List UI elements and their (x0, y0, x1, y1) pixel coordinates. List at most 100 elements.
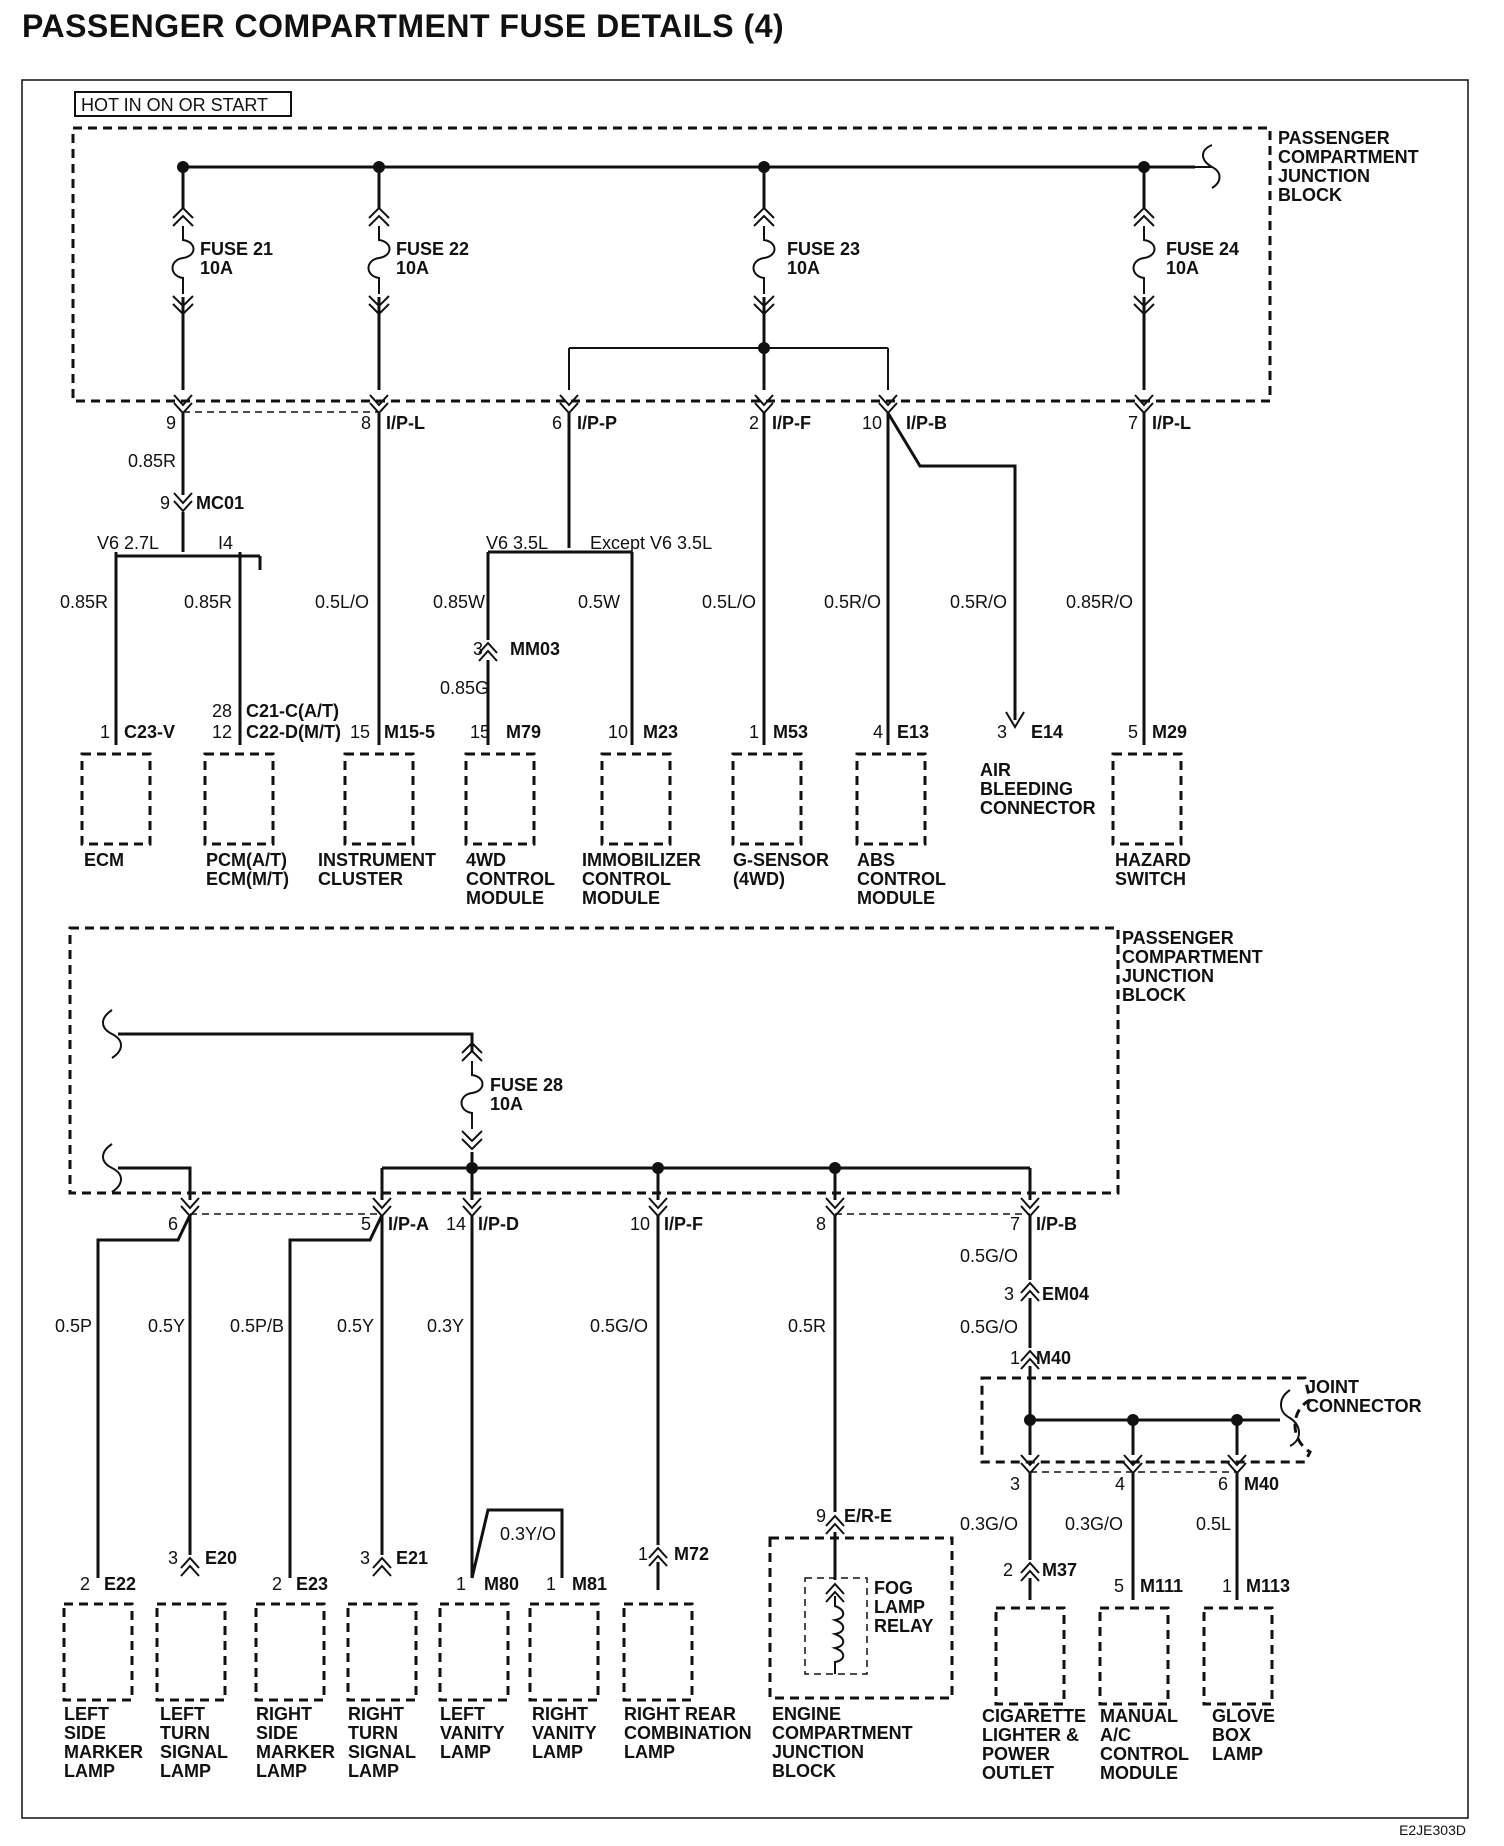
junction-block-top-label: PASSENGER COMPARTMENT JUNCTION BLOCK (1278, 128, 1419, 205)
bus-continuation-symbol (102, 1009, 122, 1059)
svg-text:10: 10 (608, 722, 628, 742)
svg-text:LAMP: LAMP (348, 1761, 399, 1781)
wire-label: 0.85R (128, 451, 176, 471)
bottom-component-right-turn-signal-lamp: 3 E21 RIGHT TURN SIGNAL LAMP (346, 1548, 428, 1781)
svg-text:FUSE 22: FUSE 22 (396, 239, 469, 259)
svg-text:LEFT: LEFT (160, 1704, 205, 1724)
svg-text:1: 1 (456, 1574, 466, 1594)
svg-text:VANITY: VANITY (532, 1723, 597, 1743)
svg-text:LAMP: LAMP (874, 1597, 925, 1617)
svg-text:I/P-P: I/P-P (577, 413, 617, 433)
svg-text:ENGINE: ENGINE (772, 1704, 841, 1724)
svg-text:3: 3 (1010, 1474, 1020, 1494)
svg-text:8: 8 (361, 413, 371, 433)
junction-block-bottom (68, 926, 1120, 1195)
svg-text:SWITCH: SWITCH (1115, 869, 1186, 889)
top-component-g-sensor: 1 M53 G-SENSOR (4WD) (731, 722, 829, 889)
fuse-23-label: FUSE 23 10A (787, 239, 860, 278)
junction-block-bottom-label: PASSENGER COMPARTMENT JUNCTION BLOCK (1122, 928, 1263, 1005)
svg-text:PASSENGER: PASSENGER (1278, 128, 1390, 148)
connector-er-e: E/R-E (844, 1506, 892, 1526)
svg-text:CONNECTOR: CONNECTOR (1306, 1396, 1422, 1416)
svg-text:E20: E20 (205, 1548, 237, 1568)
top-component-air-bleeding-connector: 3 E14 AIR BLEEDING CONNECTOR (980, 722, 1096, 818)
splice-dot (1231, 1414, 1243, 1426)
engine-compartment-jb-box (768, 1536, 954, 1700)
top-component-ecm: 1 C23-V ECM (80, 722, 175, 870)
joint-connector-label: JOINT CONNECTOR (1306, 1377, 1422, 1416)
svg-text:MANUAL: MANUAL (1100, 1706, 1178, 1726)
svg-text:LAMP: LAMP (64, 1761, 115, 1781)
svg-text:GLOVE: GLOVE (1212, 1706, 1275, 1726)
svg-text:LIGHTER &: LIGHTER & (982, 1725, 1079, 1745)
svg-text:G-SENSOR: G-SENSOR (733, 850, 829, 870)
svg-text:LAMP: LAMP (1212, 1744, 1263, 1764)
svg-text:10: 10 (630, 1214, 650, 1234)
svg-text:COMBINATION: COMBINATION (624, 1723, 752, 1743)
svg-text:RIGHT: RIGHT (348, 1704, 404, 1724)
svg-text:4: 4 (1115, 1474, 1125, 1494)
svg-text:0.5W: 0.5W (578, 592, 620, 612)
fog-lamp-relay-box (804, 1577, 868, 1675)
svg-text:28: 28 (212, 701, 232, 721)
top-component-abs-control-module: 4 E13 ABS CONTROL MODULE (855, 722, 946, 908)
svg-text:M37: M37 (1042, 1560, 1077, 1580)
svg-text:0.5R/O: 0.5R/O (950, 592, 1007, 612)
svg-text:CLUSTER: CLUSTER (318, 869, 403, 889)
svg-text:MARKER: MARKER (64, 1742, 143, 1762)
svg-text:COMPARTMENT: COMPARTMENT (1122, 947, 1263, 967)
bottom-component-left-vanity-lamp: 1 M80 LEFT VANITY LAMP (438, 1574, 519, 1762)
svg-text:M79: M79 (506, 722, 541, 742)
svg-text:MODULE: MODULE (466, 888, 544, 908)
svg-text:BOX: BOX (1212, 1725, 1251, 1745)
svg-text:5: 5 (1128, 722, 1138, 742)
svg-text:2: 2 (80, 1574, 90, 1594)
top-component-pcm: PCM(A/T) ECM(M/T) (203, 752, 289, 889)
svg-text:1: 1 (1010, 1348, 1020, 1368)
svg-text:SIDE: SIDE (256, 1723, 298, 1743)
svg-text:I/P-D: I/P-D (478, 1214, 519, 1234)
svg-text:C21-C(A/T): C21-C(A/T) (246, 701, 339, 721)
svg-text:CONTROL: CONTROL (857, 869, 946, 889)
svg-text:M15-5: M15-5 (384, 722, 435, 742)
svg-text:0.5L/O: 0.5L/O (702, 592, 756, 612)
connector-mc01: MC01 (196, 493, 244, 513)
top-component-hazard-switch: 5 M29 HAZARD SWITCH (1111, 722, 1191, 889)
svg-text:ECM: ECM (84, 850, 124, 870)
svg-text:RELAY: RELAY (874, 1616, 933, 1636)
svg-text:E13: E13 (897, 722, 929, 742)
bottom-component-left-turn-signal-lamp: 3 E20 LEFT TURN SIGNAL LAMP (155, 1548, 237, 1781)
connector-mm03: MM03 (510, 639, 560, 659)
svg-text:JUNCTION: JUNCTION (1278, 166, 1370, 186)
svg-text:INSTRUMENT: INSTRUMENT (318, 850, 436, 870)
svg-text:6: 6 (552, 413, 562, 433)
svg-text:E14: E14 (1031, 722, 1063, 742)
svg-text:0.85R/O: 0.85R/O (1066, 592, 1133, 612)
svg-text:I/P-L: I/P-L (386, 413, 425, 433)
hot-label: HOT IN ON OR START (81, 95, 268, 115)
svg-text:JUNCTION: JUNCTION (1122, 966, 1214, 986)
svg-text:TURN: TURN (160, 1723, 210, 1743)
svg-text:2: 2 (749, 413, 759, 433)
bottom-component-engine-compartment-jb: ENGINE COMPARTMENT JUNCTION BLOCK (772, 1704, 913, 1781)
wire-labels-joint: 0.3G/O 0.3G/O 0.5L (960, 1514, 1231, 1534)
svg-text:5: 5 (1114, 1576, 1124, 1596)
svg-text:(4WD): (4WD) (733, 869, 785, 889)
svg-text:JUNCTION: JUNCTION (772, 1742, 864, 1762)
svg-text:M23: M23 (643, 722, 678, 742)
svg-text:0.5L: 0.5L (1196, 1514, 1231, 1534)
svg-text:TURN: TURN (348, 1723, 398, 1743)
svg-text:M40: M40 (1244, 1474, 1279, 1494)
svg-text:RIGHT REAR: RIGHT REAR (624, 1704, 736, 1724)
svg-text:LAMP: LAMP (160, 1761, 211, 1781)
svg-text:BLOCK: BLOCK (772, 1761, 836, 1781)
fog-lamp-relay-label: FOG LAMP RELAY (874, 1578, 933, 1636)
svg-text:3: 3 (997, 722, 1007, 742)
svg-text:CONTROL: CONTROL (466, 869, 555, 889)
svg-text:LAMP: LAMP (256, 1761, 307, 1781)
svg-text:C23-V: C23-V (124, 722, 175, 742)
svg-text:0.3G/O: 0.3G/O (960, 1514, 1018, 1534)
svg-text:PCM(A/T): PCM(A/T) (206, 850, 287, 870)
joint-connector-box (980, 1376, 1312, 1464)
svg-text:M80: M80 (484, 1574, 519, 1594)
